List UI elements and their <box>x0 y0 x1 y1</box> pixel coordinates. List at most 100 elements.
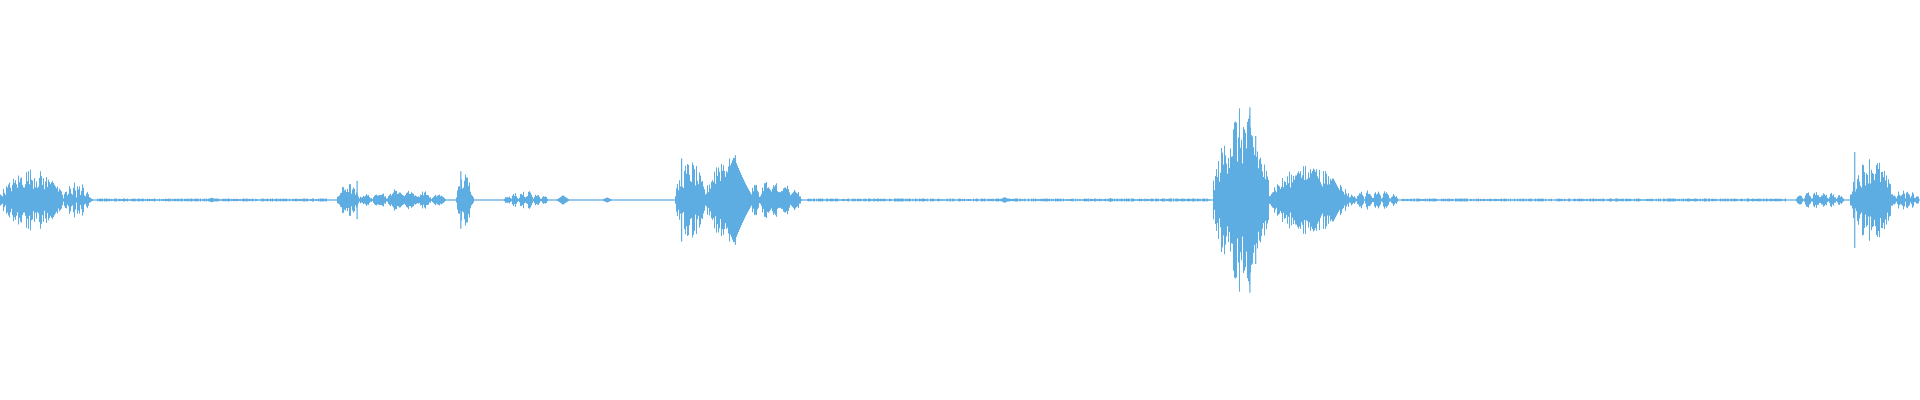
waveform-sample <box>250 198 251 202</box>
waveform-sample <box>240 199 241 201</box>
waveform-sample <box>1594 198 1595 202</box>
waveform-sample <box>1443 198 1444 202</box>
waveform-sample <box>1508 198 1509 202</box>
waveform-sample <box>1237 161 1238 239</box>
waveform-sample <box>1813 194 1814 206</box>
waveform-sample <box>611 199 612 201</box>
waveform-sample <box>1473 198 1474 202</box>
waveform-sample <box>629 199 630 201</box>
waveform-sample <box>166 198 167 202</box>
waveform-sample <box>895 198 896 202</box>
waveform-sample <box>1097 198 1098 202</box>
waveform-sample <box>420 194 421 206</box>
waveform-sample <box>1204 198 1205 202</box>
waveform-sample <box>1260 157 1261 243</box>
waveform-sample <box>1318 178 1319 222</box>
waveform-sample <box>536 196 537 204</box>
waveform-sample <box>196 198 197 202</box>
waveform-sample <box>1465 198 1466 202</box>
waveform-sample <box>386 198 387 202</box>
waveform-sample <box>466 177 467 223</box>
waveform-sample <box>801 199 802 201</box>
waveform-sample <box>1500 198 1501 202</box>
waveform-sample <box>1904 193 1905 207</box>
waveform-sample <box>732 160 733 240</box>
waveform-sample <box>702 181 703 219</box>
waveform-sample <box>1138 199 1139 201</box>
waveform-sample <box>1620 198 1621 202</box>
waveform-sample <box>1684 199 1685 201</box>
waveform-sample <box>784 187 785 213</box>
waveform-sample <box>1054 199 1055 201</box>
waveform-sample <box>1180 199 1181 201</box>
waveform-sample <box>12 184 13 216</box>
waveform-sample <box>1773 199 1774 201</box>
waveform-sample <box>1795 199 1796 201</box>
waveform-sample <box>1359 193 1360 207</box>
waveform-sample <box>425 191 426 209</box>
waveform-sample <box>557 199 558 201</box>
waveform-sample <box>1245 132 1246 268</box>
waveform-sample <box>1124 198 1125 202</box>
waveform-sample <box>220 199 221 201</box>
waveform-sample <box>124 198 125 202</box>
waveform-sample <box>1004 197 1005 203</box>
waveform-sample <box>937 198 938 202</box>
waveform-sample <box>202 199 203 201</box>
waveform-sample <box>1644 199 1645 201</box>
waveform-sample <box>1859 181 1860 219</box>
waveform-sample <box>763 190 764 210</box>
waveform-sample <box>1888 179 1889 221</box>
waveform-sample <box>1640 198 1641 202</box>
waveform-sample <box>1126 198 1127 202</box>
waveform-sample <box>940 199 941 201</box>
waveform-sample <box>511 198 512 202</box>
waveform-sample <box>1232 156 1233 244</box>
waveform-sample <box>435 194 436 206</box>
waveform-sample <box>934 199 935 201</box>
waveform-sample <box>1014 198 1015 202</box>
waveform-sample <box>270 198 271 202</box>
waveform-sample <box>1265 179 1266 221</box>
waveform-sample <box>816 198 817 202</box>
waveform-sample <box>1664 198 1665 202</box>
waveform-sample <box>1757 198 1758 202</box>
waveform-sample <box>995 198 996 202</box>
waveform-sample <box>1892 194 1893 206</box>
waveform-sample <box>1650 199 1651 201</box>
waveform-sample <box>532 196 533 204</box>
waveform-sample <box>1368 194 1369 206</box>
waveform-sample <box>1674 198 1675 202</box>
waveform-sample <box>469 182 470 218</box>
waveform-sample <box>1570 199 1571 201</box>
waveform-sample <box>1629 198 1630 202</box>
waveform-sample <box>825 199 826 201</box>
waveform-sample <box>143 198 144 202</box>
waveform-sample <box>1511 199 1512 201</box>
waveform-sample <box>1219 181 1220 219</box>
waveform-sample <box>258 199 259 201</box>
waveform-sample <box>565 197 566 203</box>
waveform-sample <box>1408 199 1409 201</box>
waveform-sample <box>389 194 390 206</box>
waveform-sample <box>130 199 131 201</box>
waveform-sample <box>1022 198 1023 202</box>
waveform-sample <box>35 187 36 213</box>
waveform-sample <box>1041 198 1042 202</box>
waveform-sample <box>1362 194 1363 206</box>
waveform-sample <box>1782 199 1783 201</box>
waveform-sample <box>588 199 589 201</box>
waveform-sample <box>1156 198 1157 202</box>
waveform-sample <box>1321 184 1322 216</box>
waveform-sample <box>1910 197 1911 203</box>
waveform-sample <box>0 194 1 206</box>
waveform-sample <box>878 198 879 202</box>
waveform-sample <box>263 198 264 202</box>
waveform-sample <box>864 198 865 202</box>
waveform-sample <box>1360 193 1361 207</box>
waveform-sample <box>856 199 857 201</box>
waveform-sample <box>1190 198 1191 202</box>
waveform-sample <box>268 199 269 201</box>
